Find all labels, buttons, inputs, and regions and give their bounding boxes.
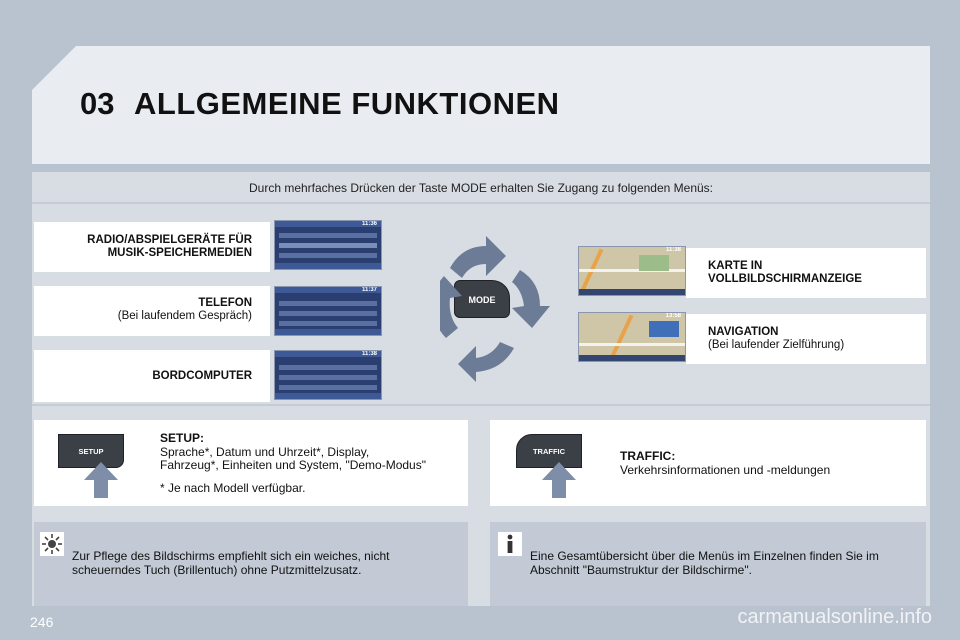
care-note-box (34, 522, 468, 606)
setup-line1: Sprache*, Datum und Uhrzeit*, Display, (160, 444, 370, 459)
menu-karte: KARTE IN VOLLBILDSCHIRMANZEIGE (686, 248, 926, 298)
menu-karte-line1: KARTE IN (708, 260, 763, 272)
menu-radio: RADIO/ABSPIELGERÄTE FÜR MUSIK-SPEICHERME… (34, 222, 270, 272)
chapter-number: 03 (80, 86, 115, 121)
menu-telefon-line1: TELEFON (198, 297, 252, 309)
screen-time: 11:36 (361, 221, 377, 227)
traffic-button[interactable]: TRAFFIC (516, 434, 582, 468)
sun-care-icon (40, 532, 64, 556)
info-line2: Abschnitt "Baumstruktur der Bildschirme"… (530, 562, 752, 577)
radio-screen-image: 11:36 (274, 220, 382, 270)
menu-navigation: NAVIGATION (Bei laufender Zielführung) (686, 314, 926, 364)
menu-radio-line1: RADIO/ABSPIELGERÄTE FÜR (87, 234, 252, 246)
menu-navigation-line2: (Bei laufender Zielführung) (708, 339, 845, 351)
screen-time: 11:38 (665, 247, 681, 253)
menu-telefon-line2: (Bei laufendem Gespräch) (117, 310, 252, 322)
up-arrow-icon (84, 462, 118, 498)
setup-description: SETUP: Sprache*, Datum und Uhrzeit*, Dis… (160, 431, 426, 495)
care-line1: Zur Pflege des Bildschirms empfiehlt sic… (72, 549, 390, 563)
care-note-text: Zur Pflege des Bildschirms empfiehlt sic… (72, 549, 390, 577)
phone-screen-image: 11:37 (274, 286, 382, 336)
watermark: carmanualsonline.info (737, 606, 932, 628)
menu-radio-line2: MUSIK-SPEICHERMEDIEN (107, 247, 252, 259)
menu-bordcomputer-line1: BORDCOMPUTER (152, 370, 252, 382)
setup-line2: Fahrzeug*, Einheiten und System, "Demo-M… (160, 458, 426, 472)
arrow-right (512, 270, 550, 328)
info-note-text: Eine Gesamtübersicht über die Menüs im E… (530, 549, 879, 577)
divider (32, 202, 930, 204)
page-number: 246 (30, 614, 54, 630)
setup-button[interactable]: SETUP (58, 434, 124, 468)
setup-title: SETUP: (160, 431, 205, 445)
page-title: ALLGEMEINE FUNKTIONEN (134, 86, 560, 121)
arrow-left (440, 276, 462, 338)
info-line1: Eine Gesamtübersicht über die Menüs im E… (530, 549, 879, 563)
info-note-box (490, 522, 926, 606)
arrow-top (450, 236, 506, 278)
map-screen-image: 11:38 (578, 246, 686, 296)
up-arrow-icon (542, 462, 576, 498)
screen-time: 11:38 (361, 351, 377, 357)
menu-telefon: TELEFON (Bei laufendem Gespräch) (34, 286, 270, 336)
screen-time: 13:58 (665, 313, 681, 319)
info-icon (498, 532, 522, 556)
divider (32, 404, 930, 406)
header-panel (32, 46, 930, 164)
intro-text: Durch mehrfaches Drücken der Taste MODE … (248, 181, 714, 195)
menu-navigation-line1: NAVIGATION (708, 326, 779, 338)
arrow-bottom (458, 342, 514, 382)
mode-button[interactable]: MODE (454, 280, 510, 318)
screen-time: 11:37 (361, 287, 377, 293)
care-line2: scheuerndes Tuch (Brillentuch) ohne Putz… (72, 562, 362, 577)
menu-bordcomputer: BORDCOMPUTER (34, 350, 270, 402)
traffic-description: TRAFFIC: Verkehrsinformationen und -meld… (620, 449, 831, 477)
traffic-line1: Verkehrsinformationen und -meldungen (620, 462, 831, 477)
tripcomputer-screen-image: 11:38 (274, 350, 382, 400)
traffic-title: TRAFFIC: (620, 449, 676, 463)
rotate-arrow-icon (440, 236, 550, 382)
menu-karte-line2: VOLLBILDSCHIRMANZEIGE (708, 273, 862, 285)
navigation-screen-image: 13:58 (578, 312, 686, 362)
setup-footnote: * Je nach Modell verfügbar. (160, 480, 306, 495)
